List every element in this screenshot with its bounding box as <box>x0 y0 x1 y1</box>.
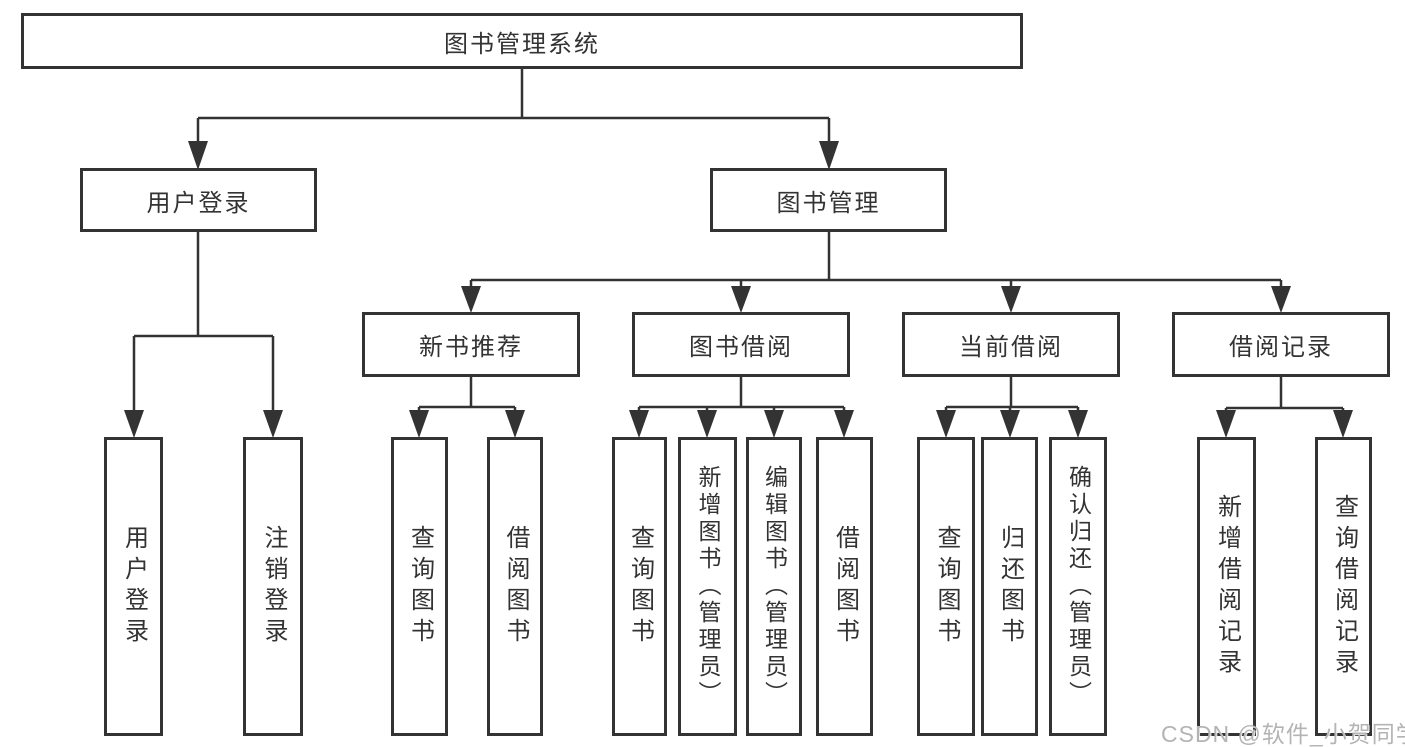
leaf-borrow-book-recommend: 借阅图书 <box>487 437 543 736</box>
leaf-confirm-return-admin-label: 确认归还（管理员） <box>1065 465 1092 708</box>
node-new-book-recommend-label: 新书推荐 <box>419 334 523 361</box>
leaf-borrow-book: 借阅图书 <box>816 437 873 736</box>
leaf-add-borrow-record-label: 新增借阅记录 <box>1213 493 1241 680</box>
leaf-return-book: 归还图书 <box>981 437 1038 736</box>
leaf-confirm-return-admin: 确认归还（管理员） <box>1049 437 1107 736</box>
node-current-borrow-label: 当前借阅 <box>959 334 1063 361</box>
leaf-add-borrow-record: 新增借阅记录 <box>1197 437 1256 736</box>
leaf-query-book-recommend: 查询图书 <box>391 437 448 736</box>
node-book-management-label: 图书管理 <box>776 189 881 217</box>
leaf-edit-book-admin: 编辑图书（管理员） <box>746 437 802 736</box>
node-user-login-label: 用户登录 <box>146 189 251 217</box>
node-borrow-records-label: 借阅记录 <box>1229 334 1333 361</box>
leaf-add-book-admin-label: 新增图书（管理员） <box>695 465 721 708</box>
root-node-library-management-system: 图书管理系统 <box>21 13 1023 69</box>
node-book-management: 图书管理 <box>710 168 947 232</box>
leaf-query-borrow-record: 查询借阅记录 <box>1315 437 1372 736</box>
arrowheads <box>124 141 1353 438</box>
leaf-query-borrow-record-label: 查询借阅记录 <box>1330 493 1358 680</box>
leaf-query-book-borrow-label: 查询图书 <box>626 524 654 649</box>
node-book-borrow: 图书借阅 <box>632 312 850 377</box>
leaf-borrow-book-label: 借阅图书 <box>831 524 859 649</box>
leaf-edit-book-admin-label: 编辑图书（管理员） <box>761 465 788 708</box>
csdn-watermark: CSDN @软件_小贺同学 <box>1161 721 1405 747</box>
leaf-query-book-current-label: 查询图书 <box>933 524 960 649</box>
leaf-borrow-book-recommend-label: 借阅图书 <box>502 524 529 649</box>
leaf-add-book-admin: 新增图书（管理员） <box>678 437 737 736</box>
node-book-borrow-label: 图书借阅 <box>689 334 793 361</box>
node-borrow-records: 借阅记录 <box>1172 312 1390 377</box>
leaf-return-book-label: 归还图书 <box>996 524 1024 649</box>
root-node-label: 图书管理系统 <box>444 30 600 58</box>
leaf-user-login: 用户登录 <box>104 437 163 736</box>
leaf-query-book-current: 查询图书 <box>917 437 975 736</box>
node-user-login: 用户登录 <box>80 168 317 232</box>
node-current-borrow: 当前借阅 <box>902 312 1120 377</box>
leaf-query-book-borrow: 查询图书 <box>612 437 667 736</box>
leaf-logout: 注销登录 <box>243 437 303 736</box>
leaf-logout-label: 注销登录 <box>260 524 287 649</box>
leaf-user-login-label: 用户登录 <box>120 524 148 649</box>
leaf-query-book-recommend-label: 查询图书 <box>406 524 434 649</box>
node-new-book-recommend: 新书推荐 <box>362 312 580 377</box>
